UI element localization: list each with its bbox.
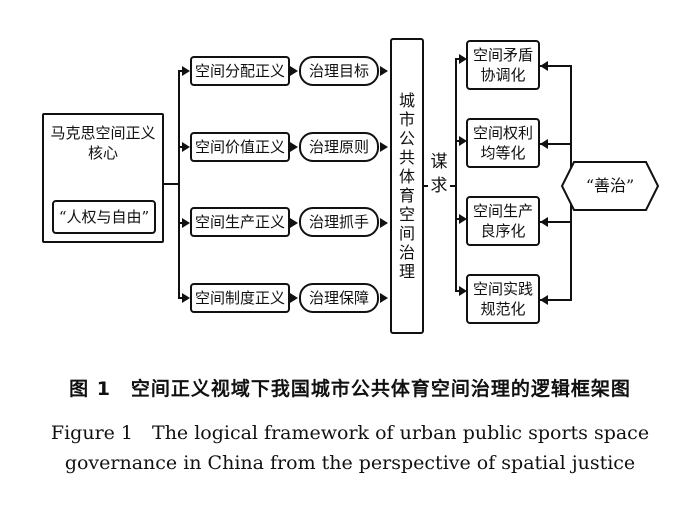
outcome-box-1: 空间矛盾 协调化 [466,40,540,90]
orow-1 [540,65,572,67]
rarrow-2 [459,136,467,146]
rarrow-4 [459,286,467,296]
trunk-left [178,70,180,298]
arrow-3 [182,218,190,228]
governance-label: 治理抓手 [308,213,369,231]
justice-box-4: 空间制度正义 [190,283,290,313]
orow-4 [540,299,572,301]
central-char: 空 [398,205,415,224]
seek-char: 谋 [430,152,448,172]
caption-chinese: 图 1 空间正义视域下我国城市公共体育空间治理的逻辑框架图 [69,378,631,400]
justice-box-2: 空间价值正义 [190,132,290,162]
central-char: 理 [398,262,415,281]
central-governance-box: 城 市 公 共 体 育 空 间 治 理 [390,38,424,334]
arrow-gc-2 [380,142,388,152]
justice-label: 空间生产正义 [194,213,285,231]
oarrow-1 [540,61,548,71]
outcome-line1: 空间权利 [472,124,533,142]
arrow-gc-1 [380,66,388,76]
connector-core-trunk [164,183,180,185]
governance-label: 治理保障 [308,289,369,307]
central-char: 公 [398,129,415,148]
justice-box-3: 空间生产正义 [190,207,290,237]
arrow-jg-3 [290,218,298,228]
branch-1 [178,70,184,72]
oarrow-4 [540,295,548,305]
outcome-line2: 协调化 [480,66,526,84]
central-char: 间 [398,224,415,243]
branch-4 [178,297,184,299]
rbranch-1 [455,58,461,60]
central-char: 市 [398,110,415,129]
governance-pill-2: 治理原则 [299,132,379,162]
outcome-line2: 均等化 [480,144,526,162]
outcome-line1: 空间矛盾 [472,46,533,64]
oarrow-3 [540,217,548,227]
orow-2 [540,143,572,145]
caption-english-line2: governance in China from the perspective… [64,452,636,474]
central-char: 共 [398,148,415,167]
arrow-jg-1 [290,66,298,76]
core-title-line2: 核心 [87,144,118,162]
arrow-2 [182,142,190,152]
goal-hexagon [560,161,660,211]
goal-label: “善治” [585,176,635,195]
orow-3 [540,221,572,223]
seek-char: 求 [430,176,448,196]
rarrow-3 [459,214,467,224]
justice-label: 空间制度正义 [194,289,285,307]
governance-pill-1: 治理目标 [299,56,379,86]
core-inner-box: “人权与自由” [52,200,156,234]
core-title-line1: 马克思空间正义 [50,124,156,142]
branch-2 [178,146,184,148]
governance-label: 治理目标 [308,62,369,80]
central-char: 治 [398,243,415,262]
caption-english-line1: Figure 1 The logical framework of urban … [50,422,650,444]
central-char: 体 [398,167,415,186]
trunk-right [455,58,457,290]
outcome-box-2: 空间权利 均等化 [466,118,540,168]
justice-label: 空间分配正义 [194,62,285,80]
outcome-line2: 良序化 [480,222,526,240]
rbranch-4 [455,290,461,292]
governance-pill-3: 治理抓手 [299,207,379,237]
outcome-line1: 空间实践 [472,280,533,298]
framework-diagram: 马克思空间正义 核心 “人权与自由” 空间分配正义 空间价值正义 空间生产正义 … [42,38,660,334]
governance-label: 治理原则 [308,138,369,156]
arrow-jg-2 [290,142,298,152]
rbranch-2 [455,140,461,142]
outcome-box-3: 空间生产 良序化 [466,196,540,246]
outcome-line1: 空间生产 [472,202,533,220]
core-inner-text: “人权与自由” [58,208,150,226]
branch-3 [178,222,184,224]
seek-label: 谋 求 [428,150,450,198]
outcome-box-4: 空间实践 规范化 [466,274,540,324]
governance-pill-4: 治理保障 [299,283,379,313]
justice-label: 空间价值正义 [194,138,285,156]
rarrow-1 [459,54,467,64]
arrow-4 [182,293,190,303]
justice-box-1: 空间分配正义 [190,56,290,86]
arrow-gc-4 [380,293,388,303]
arrow-1 [182,66,190,76]
rbranch-3 [455,218,461,220]
central-char: 城 [398,91,415,110]
outcome-line2: 规范化 [480,300,526,318]
oarrow-2 [540,139,548,149]
central-char: 育 [398,186,415,205]
arrow-gc-3 [380,218,388,228]
arrow-jg-4 [290,293,298,303]
